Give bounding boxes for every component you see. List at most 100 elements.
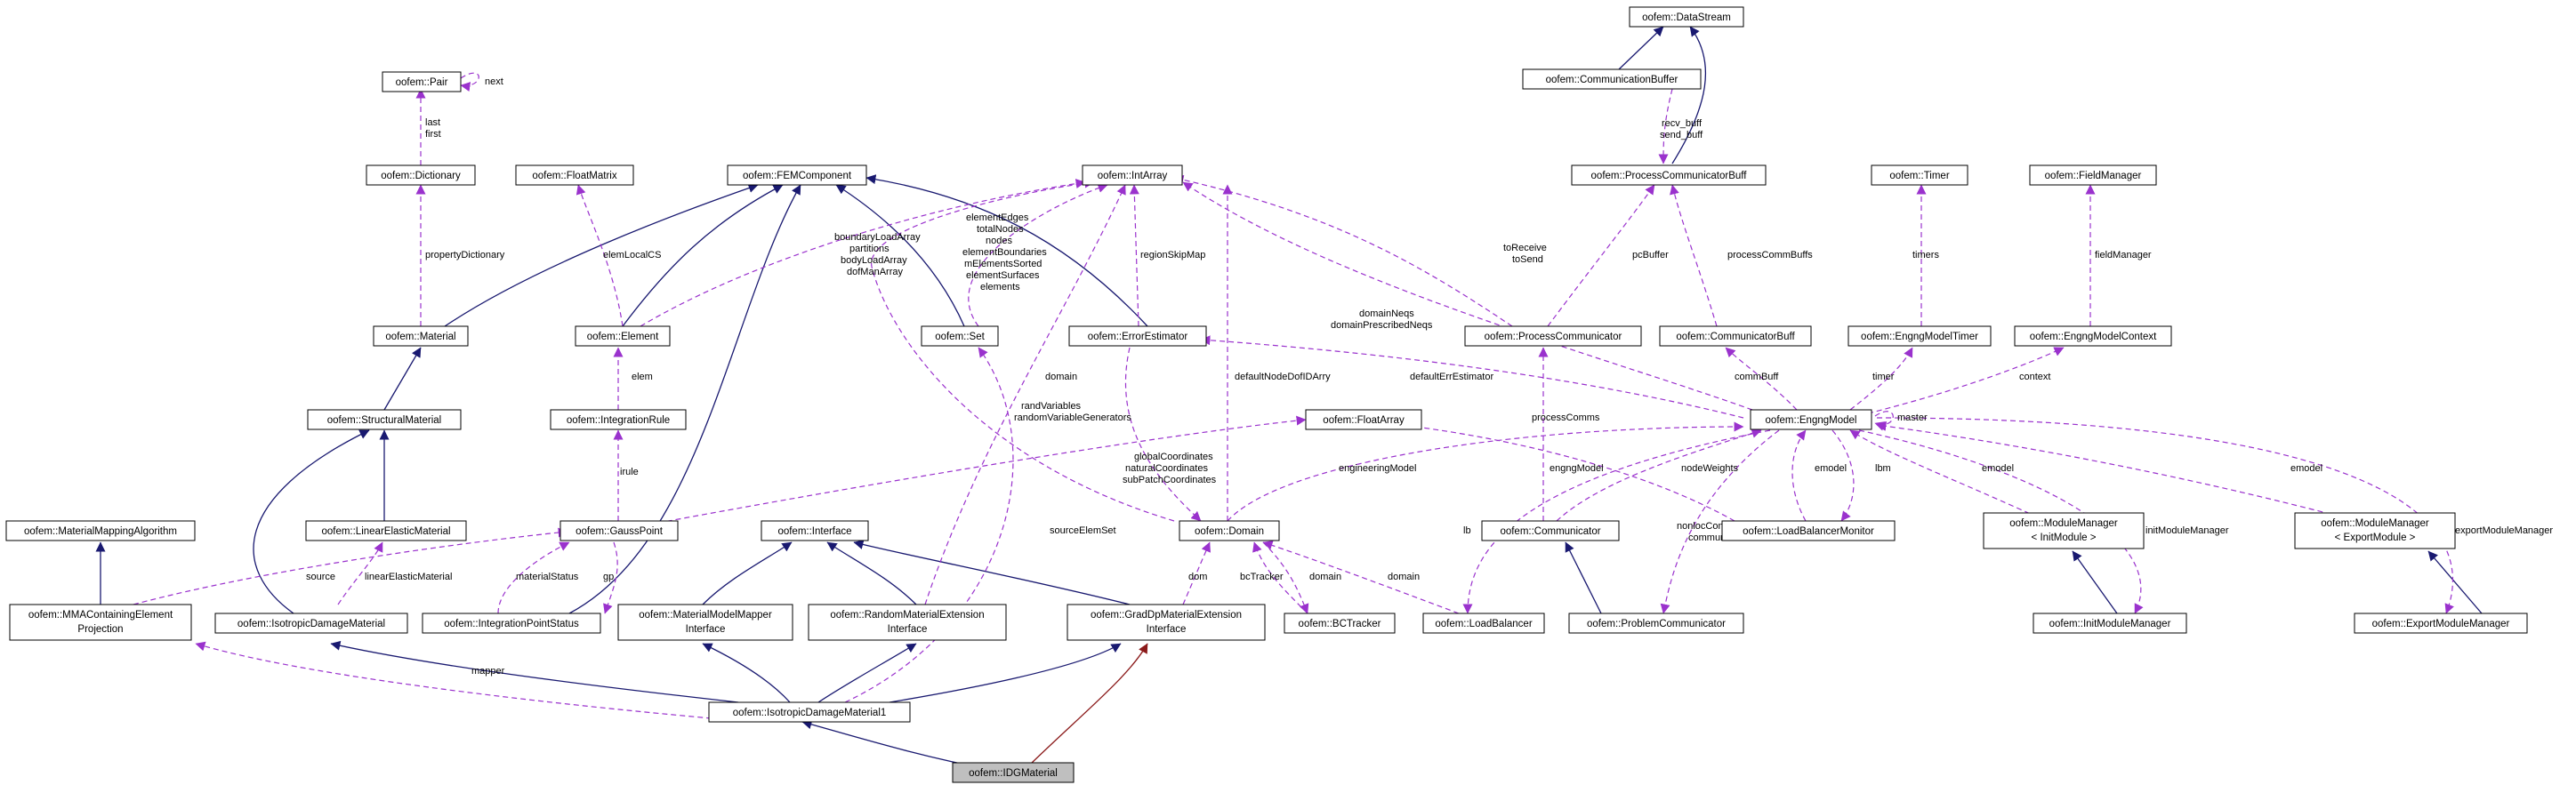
node-bctracker[interactable]: oofem::BCTracker bbox=[1284, 613, 1396, 634]
node-idgmaterial[interactable]: oofem::IDGMaterial bbox=[952, 762, 1075, 783]
node-communicatorbuff[interactable]: oofem::CommunicatorBuff bbox=[1659, 325, 1812, 347]
node-loadbalancer[interactable]: oofem::LoadBalancer bbox=[1422, 613, 1545, 634]
node-pair[interactable]: oofem::Pair bbox=[382, 71, 462, 92]
node-label-line2: Projection bbox=[77, 624, 123, 635]
label-source-elem-set: sourceElemSet bbox=[1050, 525, 1116, 536]
node-communicationbuffer[interactable]: oofem::CommunicationBuffer bbox=[1522, 68, 1702, 90]
label-engineering-model: engineeringModel bbox=[1339, 463, 1416, 474]
node-loadbalancermonitor[interactable]: oofem::LoadBalancerMonitor bbox=[1721, 520, 1896, 541]
label-default-err-estimator: defaultErrEstimator bbox=[1410, 372, 1493, 382]
node-modulemanager-exportmodule[interactable]: oofem::ModuleManager < ExportModule > bbox=[2294, 512, 2456, 549]
node-label: oofem::IntArray bbox=[1098, 171, 1168, 181]
edge-engngmodel-to-intarray bbox=[1182, 181, 1753, 411]
node-domain[interactable]: oofem::Domain bbox=[1179, 520, 1280, 541]
edge-lbm-to-engngmodel bbox=[1791, 429, 1807, 522]
node-label-line2: Interface bbox=[888, 624, 928, 635]
node-fieldmanager[interactable]: oofem::FieldManager bbox=[2029, 164, 2157, 186]
node-label: oofem::FloatMatrix bbox=[532, 171, 616, 181]
node-engngmodel[interactable]: oofem::EngngModel bbox=[1750, 409, 1872, 430]
label-material-status: materialStatus bbox=[516, 572, 579, 582]
node-mmacontainingelementprojection[interactable]: oofem::MMAContainingElement Projection bbox=[9, 604, 192, 641]
edge-engngmodel-to-problemcomm bbox=[1660, 429, 1780, 614]
node-label: oofem::IntegrationPointStatus bbox=[444, 619, 579, 629]
label-domainprescribedneqs: domainPrescribedNeqs bbox=[1331, 320, 1433, 331]
label-irule: irule bbox=[620, 467, 639, 477]
node-dictionary[interactable]: oofem::Dictionary bbox=[366, 164, 476, 186]
edge-material-to-femcomponent bbox=[444, 183, 759, 327]
node-structuralmaterial[interactable]: oofem::StructuralMaterial bbox=[307, 409, 462, 430]
node-label: oofem::Interface bbox=[777, 526, 851, 537]
node-set[interactable]: oofem::Set bbox=[921, 325, 999, 347]
node-intarray[interactable]: oofem::IntArray bbox=[1082, 164, 1183, 186]
edge-engngmodel-to-errorestimator bbox=[1200, 335, 1744, 419]
node-floatarray[interactable]: oofem::FloatArray bbox=[1305, 409, 1422, 430]
node-errorestimator[interactable]: oofem::ErrorEstimator bbox=[1068, 325, 1207, 347]
edge-set-to-femcomponent bbox=[835, 184, 965, 327]
node-label-line1: oofem::ModuleManager bbox=[2009, 518, 2118, 529]
node-materialmodelmapperinterface[interactable]: oofem::MaterialModelMapper Interface bbox=[617, 604, 793, 641]
node-timer[interactable]: oofem::Timer bbox=[1871, 164, 1968, 186]
node-engngmodeltimer[interactable]: oofem::EngngModelTimer bbox=[1847, 325, 1992, 347]
node-label: oofem::FieldManager bbox=[2045, 171, 2142, 181]
label-globalcoordinates: globalCoordinates bbox=[1134, 452, 1213, 462]
label-toreceive: toReceive bbox=[1503, 243, 1547, 253]
node-engngmodelcontext[interactable]: oofem::EngngModelContext bbox=[2014, 325, 2172, 347]
label-process-comms: processComms bbox=[1532, 413, 1600, 423]
node-modulemanager-initmodule[interactable]: oofem::ModuleManager < InitModule > bbox=[1983, 512, 2145, 549]
label-boundaryloadarray: boundaryLoadArray bbox=[834, 232, 921, 243]
node-initmodulemanager[interactable]: oofem::InitModuleManager bbox=[2033, 613, 2187, 634]
label-subpatchcoordinates: subPatchCoordinates bbox=[1123, 475, 1217, 485]
node-problemcommunicator[interactable]: oofem::ProblemCommunicator bbox=[1568, 613, 1744, 634]
node-communicator[interactable]: oofem::Communicator bbox=[1481, 520, 1620, 541]
edge-mmexport-to-engngmodel bbox=[1876, 421, 2358, 522]
node-femcomponent[interactable]: oofem::FEMComponent bbox=[727, 164, 867, 186]
label-emodel-lbm: emodel bbox=[1815, 463, 1847, 474]
node-graddpmaterialextensioninterface[interactable]: oofem::GradDpMaterialExtension Interface bbox=[1067, 604, 1266, 641]
label-naturalcoordinates: naturalCoordinates bbox=[1125, 463, 1208, 474]
node-datastream[interactable]: oofem::DataStream bbox=[1629, 6, 1744, 28]
label-pc-buffer: pcBuffer bbox=[1632, 250, 1669, 260]
node-label: oofem::CommunicatorBuff bbox=[1676, 332, 1795, 342]
node-randommaterialextensioninterface[interactable]: oofem::RandomMaterialExtension Interface bbox=[808, 604, 1007, 641]
node-isotropicdamagematerial[interactable]: oofem::IsotropicDamageMaterial bbox=[214, 613, 408, 634]
label-send-buff: send_buff bbox=[1660, 130, 1703, 140]
node-processcommunicatorbuff[interactable]: oofem::ProcessCommunicatorBuff bbox=[1571, 164, 1767, 186]
node-integrationrule[interactable]: oofem::IntegrationRule bbox=[550, 409, 687, 430]
node-label-line2: Interface bbox=[1147, 624, 1187, 635]
nodes: oofem::IDGMaterial oofem::IsotropicDamag… bbox=[5, 6, 2528, 783]
node-materialmappingalgorithm[interactable]: oofem::MaterialMappingAlgorithm bbox=[5, 520, 196, 541]
node-material[interactable]: oofem::Material bbox=[373, 325, 469, 347]
label-randvariables: randVariables bbox=[1021, 401, 1082, 412]
node-processcommunicator[interactable]: oofem::ProcessCommunicator bbox=[1464, 325, 1642, 347]
usage-edges bbox=[133, 72, 2454, 719]
node-label-line1: oofem::MMAContainingElement bbox=[28, 610, 173, 621]
node-gausspoint[interactable]: oofem::GaussPoint bbox=[559, 520, 679, 541]
label-last: last bbox=[425, 117, 440, 128]
node-label: oofem::Domain bbox=[1195, 526, 1264, 537]
node-exportmodulemanager[interactable]: oofem::ExportModuleManager bbox=[2354, 613, 2528, 634]
edge-engngmodel-to-commbuff bbox=[1725, 347, 1798, 411]
label-tosend: toSend bbox=[1512, 254, 1543, 265]
edge-mminit-to-engngmodel bbox=[1849, 429, 2047, 522]
edge-gausspoint-to-floatarray bbox=[648, 415, 1307, 525]
node-label: oofem::LoadBalancer bbox=[1435, 619, 1532, 629]
edge-errorestimator-to-intarray bbox=[1129, 184, 1139, 327]
label-elem: elem bbox=[632, 372, 653, 382]
node-label: oofem::IDGMaterial bbox=[969, 768, 1058, 779]
node-interface[interactable]: oofem::Interface bbox=[761, 520, 869, 541]
node-floatmatrix[interactable]: oofem::FloatMatrix bbox=[515, 164, 634, 186]
edge-exportmm-to-modulemanager bbox=[2427, 550, 2483, 614]
edge-processcomm-to-intarray bbox=[1173, 174, 1513, 327]
node-linearelasticmaterial[interactable]: oofem::LinearElasticMaterial bbox=[305, 520, 467, 541]
label-comm-buff: commBuff bbox=[1735, 372, 1779, 382]
node-integrationpointstatus[interactable]: oofem::IntegrationPointStatus bbox=[422, 613, 601, 634]
node-label: oofem::Material bbox=[385, 332, 455, 342]
node-label: oofem::GaussPoint bbox=[576, 526, 664, 537]
label-process-comm-buffs: processCommBuffs bbox=[1727, 250, 1813, 260]
label-default-node-dof-id-arry: defaultNodeDofIDArry bbox=[1235, 372, 1331, 382]
node-isotropicdamagematerial1[interactable]: oofem::IsotropicDamageMaterial1 bbox=[708, 701, 911, 723]
node-label: oofem::Pair bbox=[396, 77, 448, 88]
label-randomvariablegenerators: randomVariableGenerators bbox=[1014, 413, 1131, 423]
node-element[interactable]: oofem::Element bbox=[575, 325, 671, 347]
edge-idm-to-linearelastic bbox=[337, 541, 383, 605]
